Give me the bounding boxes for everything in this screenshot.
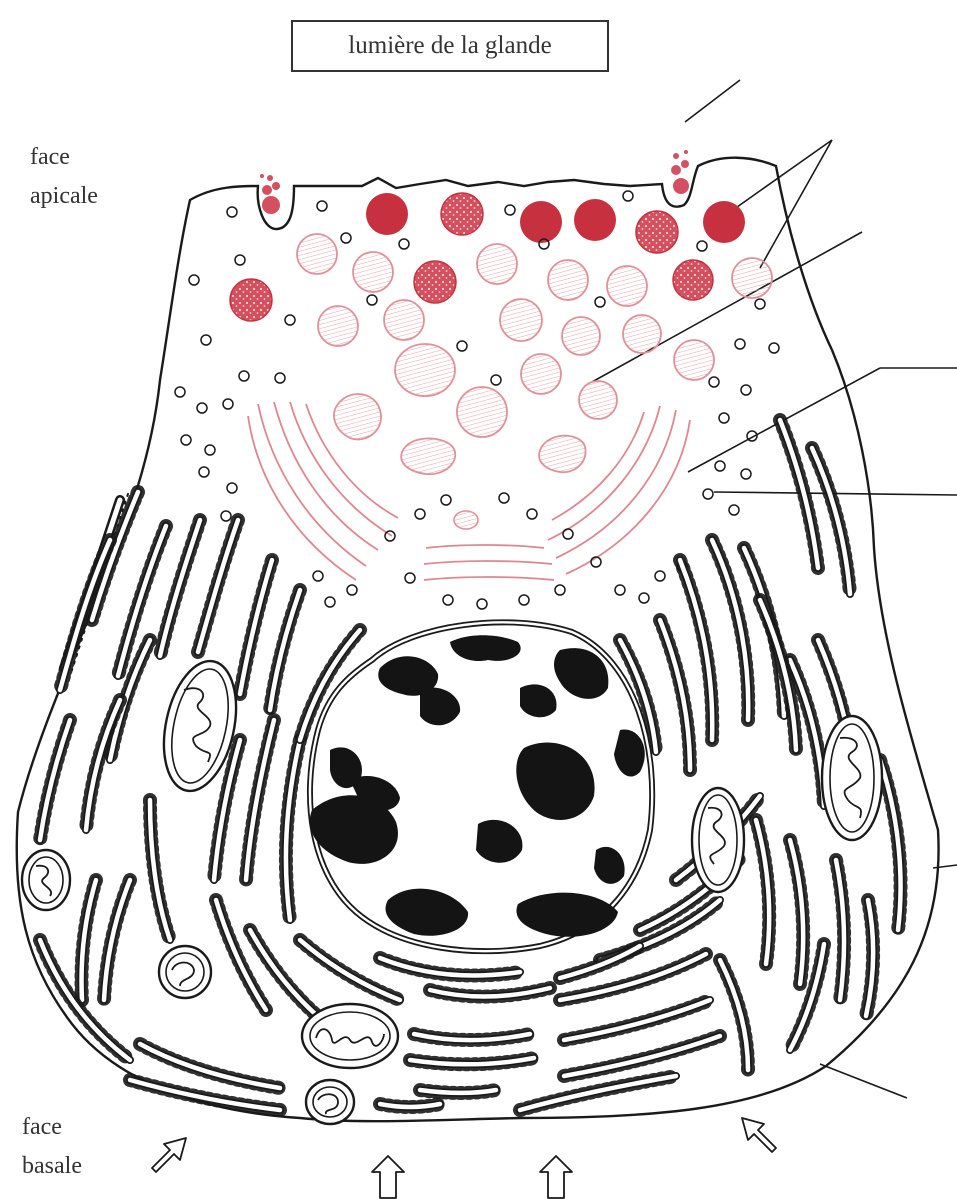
er-cisterna xyxy=(82,880,96,1000)
pale-granule xyxy=(521,354,561,394)
er-cisterna xyxy=(430,988,550,997)
er-cisterna xyxy=(240,560,272,694)
er-cisterna xyxy=(660,620,690,770)
pale-granule xyxy=(454,511,478,529)
pale-granule xyxy=(334,394,381,439)
er-cisterna xyxy=(104,880,130,1000)
mitochondrion xyxy=(159,946,211,998)
er-cisterna xyxy=(756,820,769,964)
er-cisterna xyxy=(564,1000,710,1040)
hollow-arrow-icon xyxy=(540,1156,572,1198)
er-cisterna xyxy=(880,760,901,930)
pale-granule xyxy=(562,317,600,355)
mitochondrion xyxy=(302,1004,398,1068)
er-cisterna xyxy=(198,520,238,652)
pale-granule xyxy=(395,344,455,396)
er-cisterna xyxy=(60,540,110,690)
hollow-arrow-icons xyxy=(152,1118,776,1198)
pale-granule xyxy=(539,436,585,473)
nucleus xyxy=(310,622,652,951)
hollow-arrow-icon xyxy=(742,1118,776,1152)
mitochondrion xyxy=(692,788,744,892)
er-cisterna xyxy=(866,900,873,1016)
pale-granule xyxy=(548,260,588,300)
pale-granule xyxy=(500,299,542,341)
chromatin xyxy=(310,635,645,937)
dark-granule xyxy=(366,193,408,235)
er-cisterna xyxy=(40,720,70,840)
er-cisterna xyxy=(410,1058,534,1064)
speckled-granule xyxy=(414,261,456,303)
er-cisterna xyxy=(380,958,520,976)
pale-granule xyxy=(674,340,714,380)
mitochondrion xyxy=(22,850,70,910)
dark-granule xyxy=(574,199,616,241)
er-cisterna xyxy=(86,700,120,830)
er-cisterna xyxy=(286,740,300,920)
er-cisterna xyxy=(836,860,844,1000)
er-cisterna xyxy=(300,630,360,740)
pale-granule xyxy=(384,300,424,340)
speckled-granule xyxy=(230,279,272,321)
pale-granule xyxy=(401,438,455,474)
speckled-granule xyxy=(673,260,713,300)
pale-granule xyxy=(579,381,617,419)
er-cisterna xyxy=(380,1104,440,1107)
pale-granule xyxy=(623,315,661,353)
er-cisterna xyxy=(520,1076,676,1110)
pale-granule xyxy=(297,234,337,274)
er-cisterna xyxy=(720,960,748,1070)
er-cisterna xyxy=(150,800,170,940)
pale-granule xyxy=(477,244,517,284)
mitochondrion xyxy=(822,716,882,840)
dark-granule xyxy=(703,201,745,243)
er-cisterna xyxy=(270,590,300,710)
dark-granule xyxy=(520,201,562,243)
secretory-granules xyxy=(230,193,772,529)
hollow-arrow-icon xyxy=(372,1156,404,1198)
er-cisterna xyxy=(560,946,640,978)
pale-granule xyxy=(607,266,647,306)
pale-granule xyxy=(318,306,358,346)
hollow-arrow-icon xyxy=(152,1138,186,1172)
er-cisterna xyxy=(246,720,274,880)
er-cisterna xyxy=(790,840,803,984)
er-cisterna xyxy=(420,1090,496,1093)
er-cisterna xyxy=(414,1034,530,1040)
speckled-granule xyxy=(636,211,678,253)
speckled-granule xyxy=(441,193,483,235)
pale-granule xyxy=(457,387,507,437)
pale-granule xyxy=(353,252,393,292)
mitochondrion xyxy=(306,1080,354,1124)
pale-granule xyxy=(732,258,772,298)
er-cisterna xyxy=(300,940,400,1000)
